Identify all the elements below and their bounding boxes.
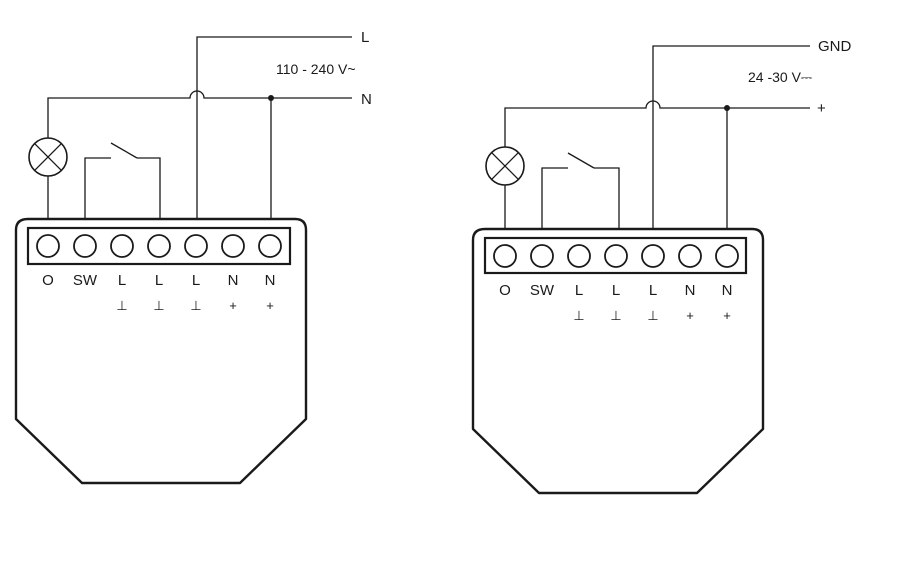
supply-gnd-label: GND (818, 38, 852, 55)
terminal-screw (641, 244, 665, 268)
terminal-label: L (155, 272, 163, 289)
terminal-label: L (612, 282, 620, 299)
supply-neutral-label: N (361, 91, 372, 108)
supply-positive-label: + (817, 100, 826, 117)
terminal-label: SW (530, 282, 555, 299)
lamp-icon (485, 146, 525, 186)
terminal-label: N (722, 282, 733, 299)
terminal-polarity-symbol: + (266, 298, 274, 313)
terminal-polarity-symbol: + (686, 308, 694, 323)
terminal-label: N (228, 272, 239, 289)
switch-lever (110, 142, 138, 159)
terminal-polarity-symbol: ⊥ (647, 308, 658, 323)
terminal-screw (567, 244, 591, 268)
terminal-label: L (649, 282, 657, 299)
switch-wire-sw (541, 167, 568, 230)
terminal-screw (36, 234, 60, 258)
terminal-screw (147, 234, 171, 258)
supply-voltage: 110 - 240 V~ (276, 61, 356, 77)
switch-wire-l (594, 167, 620, 230)
switch-lever (567, 152, 595, 169)
terminal-label: O (42, 272, 54, 289)
terminal-screw (604, 244, 628, 268)
terminal-label: L (575, 282, 583, 299)
live-wire (196, 36, 352, 220)
terminal-label: SW (73, 272, 98, 289)
terminal-label: L (118, 272, 126, 289)
device-body (14, 217, 308, 485)
terminals: O SW L ⊥ L ⊥ L ⊥ N + N + (493, 244, 739, 323)
terminal-screw (110, 234, 134, 258)
terminal-screw (715, 244, 739, 268)
terminal-screw (221, 234, 245, 258)
device-body (471, 227, 765, 495)
terminal-polarity-symbol: ⊥ (190, 298, 201, 313)
neutral-wire (47, 90, 352, 138)
terminal-polarity-symbol: ⊥ (610, 308, 621, 323)
diagram-ac: O SW L ⊥ L ⊥ L ⊥ N + N + L N 110 - 240 V~ (14, 29, 372, 485)
terminal-screw (73, 234, 97, 258)
positive-wire (504, 100, 810, 148)
terminal-screw (184, 234, 208, 258)
terminal-polarity-symbol: + (723, 308, 731, 323)
terminal-polarity-symbol: + (229, 298, 237, 313)
lamp-icon (28, 137, 68, 177)
terminal-label: O (499, 282, 511, 299)
supply-live-label: L (361, 29, 369, 46)
diagram-dc: O SW L ⊥ L ⊥ L ⊥ N + N + GND + 24 -30 V⎓ (471, 38, 852, 495)
terminal-screw (493, 244, 517, 268)
terminal-screw (530, 244, 554, 268)
switch-wire-l (137, 157, 161, 220)
terminal-screw (678, 244, 702, 268)
terminal-polarity-symbol: ⊥ (573, 308, 584, 323)
terminal-label: L (192, 272, 200, 289)
gnd-wire (652, 45, 810, 230)
terminals: O SW L ⊥ L ⊥ L ⊥ N + N + (36, 234, 282, 313)
terminal-polarity-symbol: ⊥ (116, 298, 127, 313)
terminal-label: N (265, 272, 276, 289)
supply-voltage: 24 -30 V⎓ (748, 69, 812, 85)
terminal-polarity-symbol: ⊥ (153, 298, 164, 313)
terminal-label: N (685, 282, 696, 299)
switch-wire-sw (84, 157, 111, 220)
terminal-screw (258, 234, 282, 258)
